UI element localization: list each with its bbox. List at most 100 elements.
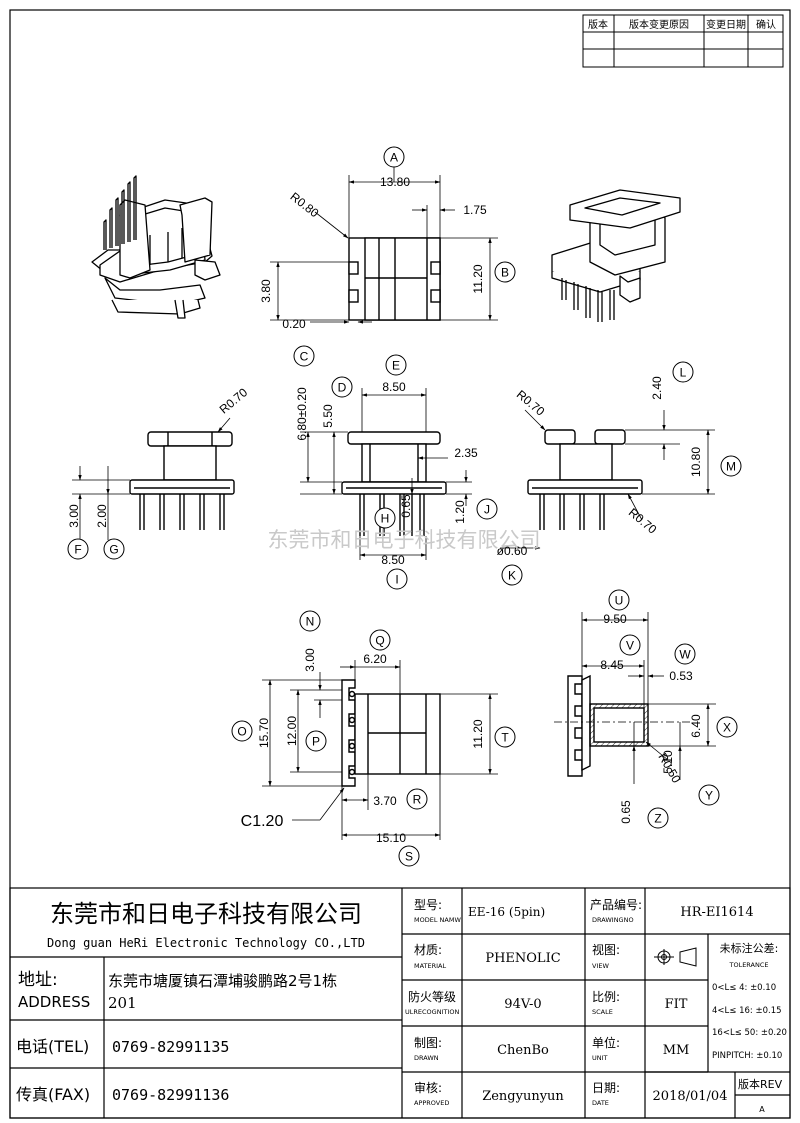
model-label-en: MODEL NAMW bbox=[414, 916, 461, 924]
model-value: EE-16 (5pin) bbox=[468, 905, 545, 919]
dim-M-value: 10.80 bbox=[689, 447, 703, 477]
approved-label-cn: 审核: bbox=[414, 1080, 442, 1095]
callout-G-letter: G bbox=[109, 543, 118, 557]
rev-label-box: 版本REV bbox=[738, 1077, 783, 1091]
date-label-cn: 日期: bbox=[592, 1081, 620, 1095]
callout-R: R bbox=[406, 788, 428, 810]
callout-L-letter: L bbox=[680, 366, 687, 380]
callout-C-letter: C bbox=[300, 350, 309, 364]
dim-065-value: 0.65 bbox=[399, 494, 413, 518]
dim-r050-value: R0.50 bbox=[655, 751, 683, 786]
callout-T: T bbox=[494, 726, 516, 748]
callout-Z-letter: Z bbox=[654, 812, 661, 826]
callout-I: I bbox=[386, 568, 408, 590]
callout-D: D bbox=[331, 376, 353, 398]
callout-T-letter: T bbox=[501, 731, 509, 745]
rev-header-confirm: 确认 bbox=[756, 18, 776, 31]
dim-380-value: 3.80 bbox=[259, 279, 273, 303]
drawno-value: HR-EI1614 bbox=[680, 905, 753, 920]
address-line1: 东莞市塘厦镇石潭埔骏鹏路2号1栋 bbox=[108, 972, 337, 990]
view-label-en: VIEW bbox=[592, 962, 609, 970]
callout-O: O bbox=[231, 720, 253, 742]
callout-H: H bbox=[374, 507, 396, 529]
callout-W-letter: W bbox=[679, 648, 691, 662]
callout-G: G bbox=[103, 538, 125, 560]
drawn-value: ChenBo bbox=[497, 1043, 549, 1058]
tolerance-line-2: 4<L≤ 16: ±0.15 bbox=[712, 1006, 782, 1016]
dim-J-value: 1.20 bbox=[453, 500, 467, 524]
scale-value: FIT bbox=[665, 997, 688, 1012]
callout-R-letter: R bbox=[413, 793, 422, 807]
dim-N-value: 3.00 bbox=[303, 648, 317, 672]
material-label-cn: 材质: bbox=[414, 943, 442, 957]
bottom-view-dims bbox=[262, 660, 498, 840]
approved-label-en: APPROVED bbox=[414, 1099, 449, 1107]
rev-header-version: 版本 bbox=[588, 18, 608, 31]
callout-S-letter: S bbox=[405, 850, 413, 864]
callout-Y: Y bbox=[698, 784, 720, 806]
callout-P-letter: P bbox=[312, 735, 320, 749]
unit-value: MM bbox=[663, 1043, 690, 1058]
dim-X-value: 6.40 bbox=[689, 714, 703, 738]
callout-P: P bbox=[305, 730, 327, 752]
approved-value: Zengyunyun bbox=[482, 1089, 564, 1104]
fax-label: 传真(FAX) bbox=[16, 1085, 90, 1104]
tolerance-line-3: 16<L≤ 50: ±0.20 bbox=[712, 1028, 787, 1038]
callout-N-letter: N bbox=[306, 615, 315, 629]
dim-P-value: 12.00 bbox=[285, 716, 299, 746]
callout-D-letter: D bbox=[338, 381, 347, 395]
tolerance-line-4: PINPITCH: ±0.10 bbox=[712, 1051, 782, 1061]
dim-Q-value: 6.20 bbox=[363, 652, 387, 666]
callout-Z: Z bbox=[647, 807, 669, 829]
dim-O-value: 15.70 bbox=[257, 718, 271, 748]
top-view bbox=[348, 237, 441, 321]
dim-K-value: ø0.60 bbox=[497, 544, 528, 558]
fax-value: 0769-82991136 bbox=[112, 1086, 229, 1104]
tolerance-values: 0<L≤ 4: ±0.10 4<L≤ 16: ±0.15 16<L≤ 50: ±… bbox=[712, 983, 787, 1061]
callout-Q: Q bbox=[369, 629, 391, 651]
watermark-text: 东莞市和日电子科技有限公司 bbox=[268, 528, 541, 552]
tel-value: 0769-82991135 bbox=[112, 1038, 229, 1056]
section-view bbox=[567, 674, 649, 777]
callout-X-letter: X bbox=[723, 721, 731, 735]
dim-L-value: 2.40 bbox=[650, 376, 664, 400]
isometric-view-right bbox=[551, 189, 681, 322]
unit-label-cn: 单位: bbox=[592, 1035, 620, 1050]
callout-N: N bbox=[299, 610, 321, 632]
callout-Q-letter: Q bbox=[375, 634, 384, 648]
view-label-cn: 视图: bbox=[592, 942, 620, 957]
material-label-en: MATERIAL bbox=[414, 962, 447, 970]
scale-label-cn: 比例: bbox=[592, 990, 620, 1004]
scale-label-en: SCALE bbox=[592, 1008, 613, 1016]
dim-235-value: 2.35 bbox=[454, 446, 478, 460]
side-view-left bbox=[129, 431, 235, 530]
dim-G-value: 2.00 bbox=[95, 504, 109, 528]
drawno-label-en: DRAWINGNO bbox=[592, 916, 634, 924]
dim-Y-value: 5.10 bbox=[661, 750, 675, 774]
unit-label-en: UNIT bbox=[592, 1054, 608, 1062]
date-value: 2018/01/04 bbox=[653, 1089, 728, 1104]
callout-V: V bbox=[619, 634, 641, 656]
dim-r080-value: R0.80 bbox=[288, 189, 322, 220]
callout-M-letter: M bbox=[726, 460, 736, 474]
fire-label-en: ULRECOGNITION bbox=[405, 1008, 459, 1016]
dim-A-value: 13.80 bbox=[380, 175, 410, 189]
callout-U-letter: U bbox=[615, 594, 624, 608]
section-view-dims bbox=[554, 612, 716, 784]
dim-U-value: 9.50 bbox=[603, 612, 627, 626]
tolerance-label-en: TOLERANCE bbox=[728, 961, 768, 969]
tel-label: 电话(TEL) bbox=[16, 1037, 89, 1056]
dim-175-value: 1.75 bbox=[463, 203, 487, 217]
callout-K-letter: K bbox=[508, 569, 516, 583]
callout-B-letter: B bbox=[501, 266, 509, 280]
fire-label-cn: 防火等级 bbox=[408, 989, 456, 1004]
callout-K: K bbox=[501, 564, 523, 586]
company-name-en: Dong guan HeRi Electronic Technology CO.… bbox=[47, 936, 365, 950]
front-view-dims bbox=[300, 388, 541, 560]
title-block-grid bbox=[9, 887, 791, 1119]
tolerance-label-cn: 未标注公差: bbox=[720, 941, 779, 955]
model-label-cn: 型号: bbox=[414, 898, 442, 912]
callout-W: W bbox=[674, 643, 696, 665]
dim-C-value: 6.80±0.20 bbox=[295, 387, 309, 441]
